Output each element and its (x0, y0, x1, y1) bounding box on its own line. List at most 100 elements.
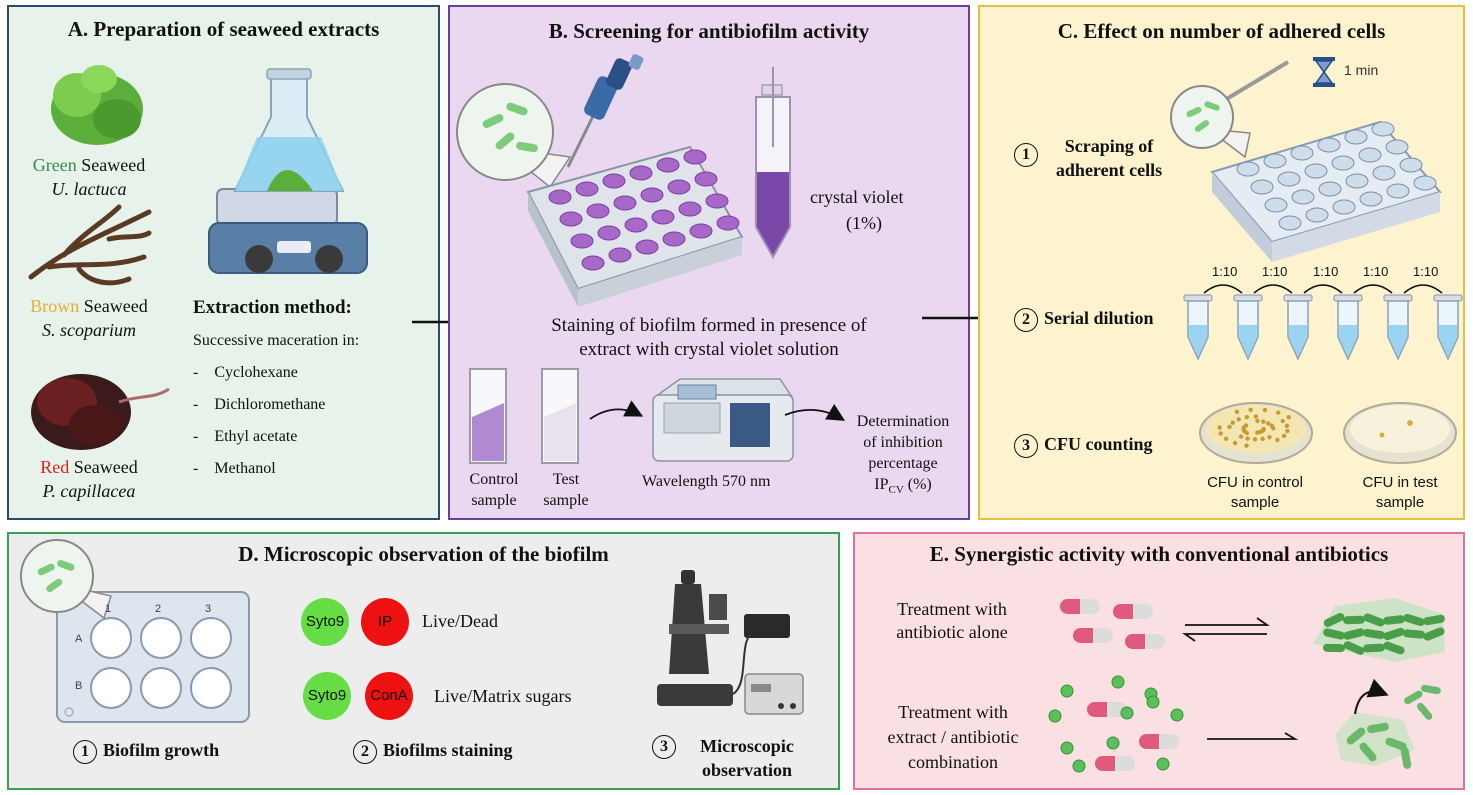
well (1278, 215, 1302, 231)
well (629, 165, 653, 181)
bacterium (1383, 615, 1405, 625)
well (190, 667, 232, 709)
green-seaweed-icon (51, 65, 143, 145)
dilution-ratio: 1:10 (1262, 264, 1288, 279)
plate-row-label: B (75, 680, 83, 692)
well (1250, 179, 1274, 195)
plate-wells (90, 617, 232, 709)
colony (1266, 421, 1271, 426)
well (586, 203, 610, 219)
well (575, 181, 599, 197)
particle (1120, 706, 1134, 720)
brown-seaweed-label: Brown Seaweed (9, 296, 169, 317)
colony (1227, 424, 1232, 430)
control-sample-label: Control sample (454, 469, 534, 511)
hourglass-icon (1313, 57, 1335, 87)
live-dead-label: Live/Dead (422, 611, 498, 631)
step1-num-badge: 1 (1014, 143, 1038, 167)
well (694, 171, 718, 187)
colony (1218, 431, 1223, 436)
bacterium (1385, 737, 1407, 751)
panel-a: A. Preparation of seaweed extracts (7, 5, 440, 520)
well (656, 157, 680, 173)
control-line1: Control (469, 471, 519, 488)
well (140, 617, 182, 659)
well (1290, 145, 1314, 161)
colony (1255, 418, 1260, 424)
tube-liquid (1189, 325, 1207, 357)
cona-dye-circle: ConA (365, 672, 413, 720)
falcon-tube-icon (755, 67, 791, 260)
dilution-ratio: 1:10 (1413, 264, 1439, 279)
well (716, 215, 740, 231)
well (1236, 161, 1260, 177)
timer-label: 1 min (1344, 62, 1379, 78)
capsule-icon (1087, 702, 1127, 717)
colonies-control (1217, 407, 1291, 448)
colony (1262, 407, 1268, 413)
det-line3: percentage (868, 455, 938, 472)
bacterium (1359, 742, 1377, 762)
extraction-method-intro: Successive maceration in: (193, 332, 360, 349)
particle (1111, 675, 1125, 689)
tube-liquid (1289, 325, 1307, 357)
det-line2: of inhibition (863, 434, 943, 451)
det-line4: IPCV (%) (840, 474, 966, 501)
dilution-arc (1353, 284, 1393, 294)
bacterium (1421, 684, 1441, 695)
bacterium (1403, 613, 1425, 627)
extraction-method-title: Extraction method: (193, 297, 352, 318)
bacterium (1323, 628, 1345, 640)
bacterium (1400, 747, 1412, 769)
colony (1286, 415, 1291, 420)
plate-row-label: A (75, 633, 83, 645)
tube-liquid (1389, 325, 1407, 357)
bacterium (1416, 702, 1433, 720)
cfu-control-line1: CFU in control (1207, 474, 1303, 491)
well (705, 193, 729, 209)
well (662, 231, 686, 247)
colony (1281, 433, 1287, 439)
solvent-item: - Methanol (193, 460, 276, 477)
colony (1284, 423, 1290, 428)
cuvette-control-icon (469, 368, 507, 464)
brown-color-word: Brown (30, 296, 80, 316)
panel-a-title: A. Preparation of seaweed extracts (67, 17, 380, 41)
well (548, 189, 572, 205)
capsule-icon (1113, 604, 1153, 619)
bacterium (1363, 613, 1385, 627)
tube-cap (1233, 294, 1263, 302)
dilution-ratio: 1:10 (1363, 264, 1389, 279)
well (640, 187, 664, 203)
well (1372, 165, 1396, 181)
step3-text: CFU counting (1044, 434, 1153, 455)
well (613, 195, 637, 211)
colony (1267, 435, 1272, 440)
red-seaweed-label: Red Seaweed (9, 457, 169, 478)
dilution-arc (1203, 284, 1243, 294)
solvent-item: - Cyclohexane (193, 364, 298, 381)
well (140, 667, 182, 709)
well (683, 149, 707, 165)
biofilm-matrix (1335, 712, 1415, 766)
well (581, 255, 605, 271)
bacteria-cluster (1313, 598, 1445, 769)
bacterium (1383, 627, 1405, 641)
colony (1245, 436, 1250, 441)
panel-e-illustrations (1048, 598, 1445, 773)
capsule-icon (1095, 756, 1135, 771)
bacterium (1367, 722, 1389, 734)
spectrophotometer-icon (652, 378, 794, 462)
particle (1072, 759, 1086, 773)
particle (1146, 695, 1160, 709)
right-arrow-icon (1207, 732, 1299, 740)
colony (1280, 418, 1285, 424)
curved-arrow-icon (1354, 678, 1389, 715)
well (570, 233, 594, 249)
bacteria-zoom-icon (20, 539, 112, 620)
panel-b-illustrations (456, 54, 846, 464)
brown-seaweed-rest: Seaweed (79, 296, 148, 316)
